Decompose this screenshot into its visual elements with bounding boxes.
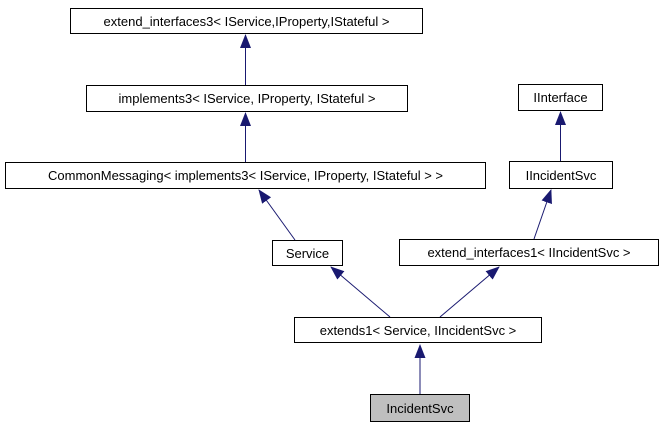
node-extend-interfaces3[interactable]: extend_interfaces3< IService,IProperty,I… — [70, 8, 423, 34]
node-commonmessaging[interactable]: CommonMessaging< implements3< IService, … — [5, 162, 486, 189]
edge-extends1-to-extend_interfaces1 — [439, 266, 500, 318]
edge-service-to-commonmessaging — [258, 189, 296, 241]
node-iinterface[interactable]: IInterface — [518, 84, 603, 111]
node-iincidentsvc[interactable]: IIncidentSvc — [509, 161, 613, 189]
node-extend-interfaces1[interactable]: extend_interfaces1< IIncidentSvc > — [399, 239, 659, 266]
node-implements3[interactable]: implements3< IService, IProperty, IState… — [86, 85, 408, 112]
node-service[interactable]: Service — [272, 240, 343, 266]
node-extends1[interactable]: extends1< Service, IIncidentSvc > — [294, 317, 542, 343]
edge-extend_interfaces1-to-iincidentsvc — [533, 189, 552, 240]
node-incidentsvc-current: IncidentSvc — [370, 394, 470, 422]
edge-extends1-to-service — [330, 266, 391, 318]
